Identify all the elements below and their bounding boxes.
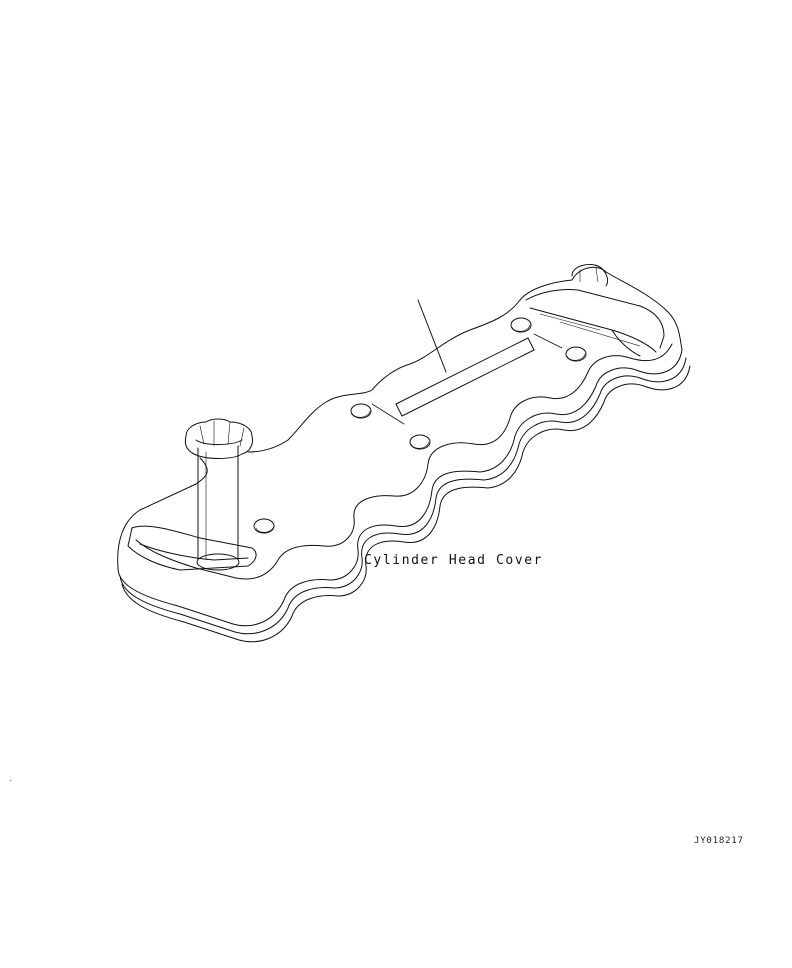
bolt-holes (253, 317, 587, 534)
cover-top-outline (117, 266, 683, 569)
breather-housing (525, 263, 665, 357)
oil-filler-cap (184, 418, 253, 571)
cover-front-rim (135, 343, 673, 580)
scan-speck (10, 780, 11, 781)
part-label: Cylinder Head Cover (364, 553, 544, 568)
cover-base-edges (117, 349, 691, 643)
nameplate (395, 337, 535, 417)
filler-boss (127, 525, 257, 571)
drawing-code: JY018217 (694, 836, 744, 846)
nameplate-leader-line (417, 299, 447, 373)
